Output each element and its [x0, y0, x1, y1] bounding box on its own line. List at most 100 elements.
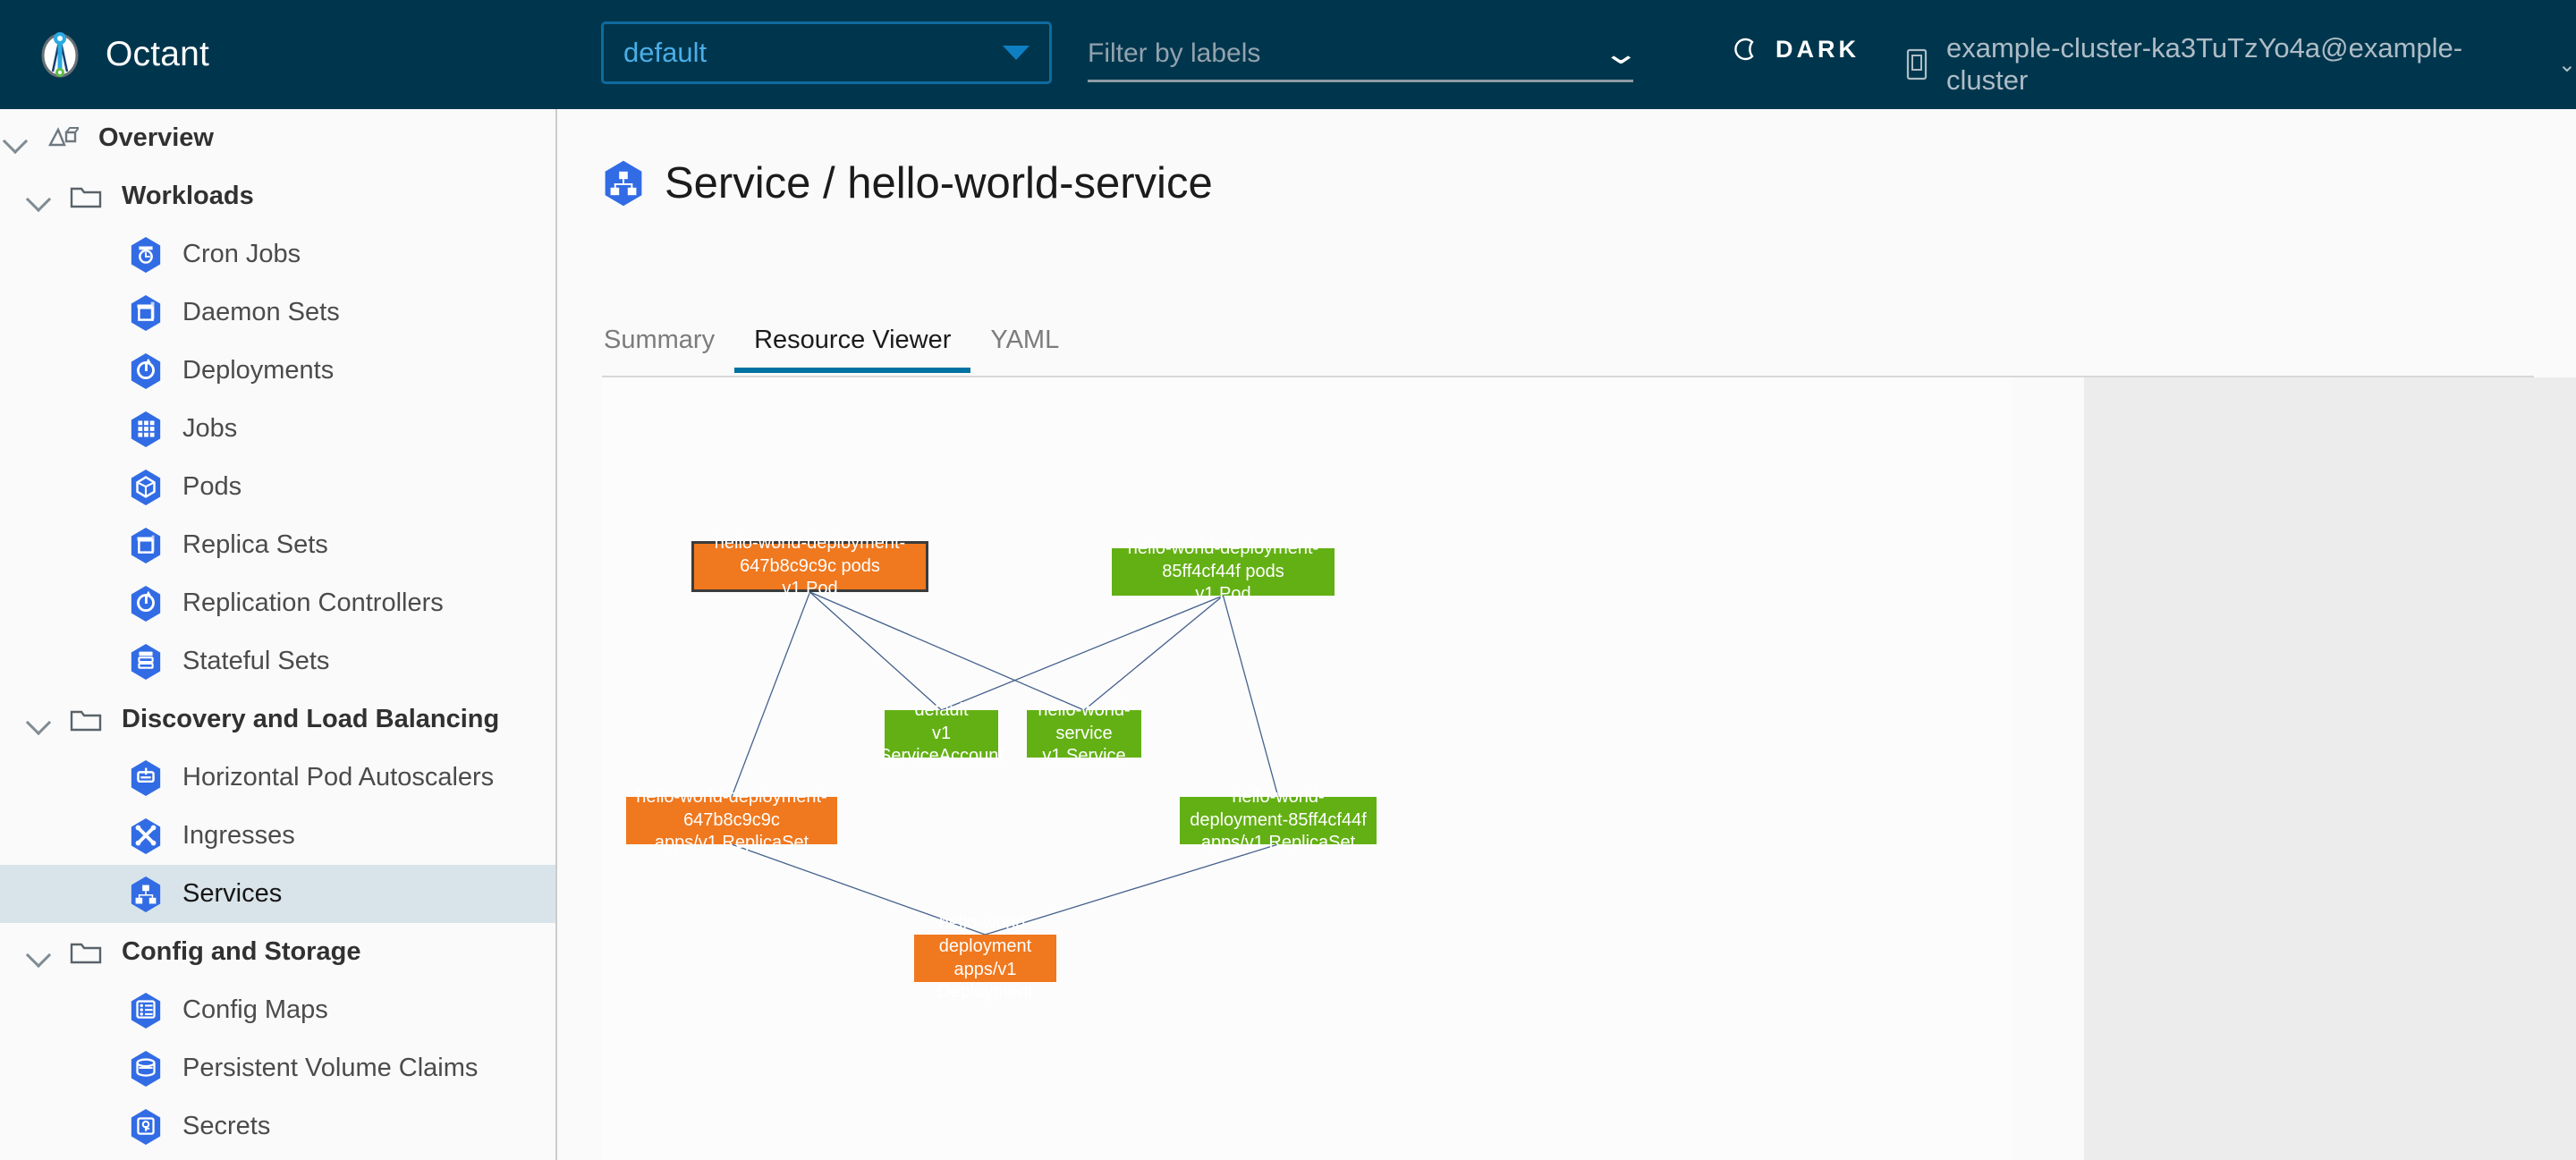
tab-divider — [602, 376, 2534, 377]
sidebar-item-label: Deployments — [182, 356, 335, 385]
sidebar-item-horizontal-pod-autoscalers[interactable]: Horizontal Pod Autoscalers — [0, 749, 555, 807]
brand-title: Octant — [106, 35, 210, 73]
chevron-down-icon[interactable] — [23, 182, 54, 212]
secret-icon — [129, 1108, 163, 1146]
hpa-icon — [129, 759, 163, 797]
sidebar-item-label: Config Maps — [182, 995, 328, 1024]
graph-node-kind: apps/v1 Deployment — [937, 959, 1033, 1003]
tab-resource-viewer[interactable]: Resource Viewer — [734, 326, 971, 373]
sidebar-item-label: Overview — [98, 123, 214, 152]
namespace-select[interactable]: default — [601, 21, 1052, 84]
theme-toggle[interactable]: DARK — [1731, 34, 1860, 64]
sidebar-item-workloads[interactable]: Workloads — [0, 167, 555, 225]
resource-viewer-canvas[interactable]: hello-world-deployment-647b8c9c9c pods v1… — [602, 377, 2012, 1160]
sidebar-item-discovery-and-load-balancing[interactable]: Discovery and Load Balancing — [0, 690, 555, 749]
chevron-down-icon[interactable]: ⌄ — [1601, 36, 1640, 71]
graph-node-name: hello-world-deployment-647b8c9c9c — [636, 787, 827, 830]
graph-node[interactable]: hello-world-deployment-85ff4cf44f pods v1… — [1112, 538, 1335, 604]
namespace-value: default — [623, 37, 708, 68]
sidebar-item-services[interactable]: Services — [0, 865, 555, 923]
sidebar-item-pods[interactable]: Pods — [0, 458, 555, 516]
sidebar-item-replication-controllers[interactable]: Replication Controllers — [0, 574, 555, 632]
sidebar-item-label: Jobs — [182, 414, 238, 443]
sidebar-item-daemon-sets[interactable]: Daemon Sets — [0, 284, 555, 342]
sidebar-item-label: Config and Storage — [122, 937, 361, 966]
app-header: Octant default Filter by labels ⌄ DARK — [0, 0, 2576, 109]
label-filter-placeholder: Filter by labels — [1088, 38, 1261, 68]
sidebar-item-label: Secrets — [182, 1112, 271, 1140]
sidebar-item-deployments[interactable]: Deployments — [0, 342, 555, 400]
graph-node-kind: v1 Service — [1042, 746, 1126, 766]
sidebar-item-overview[interactable]: Overview — [0, 109, 555, 167]
sidebar-item-label: Horizontal Pod Autoscalers — [182, 763, 495, 792]
sidebar-item-label: Discovery and Load Balancing — [122, 705, 500, 733]
cluster-name: example-cluster-ka3TuTzYo4a@example-clus… — [1946, 32, 2463, 96]
brand[interactable]: Octant — [34, 29, 209, 80]
sidebar-item-label: Cron Jobs — [182, 240, 301, 268]
folder-icon — [70, 183, 102, 210]
sidebar-item-jobs[interactable]: Jobs — [0, 400, 555, 458]
graph-node-name: hello-world-deployment-85ff4cf44f pods — [1127, 538, 1319, 581]
graph-node-name: hello-world-service — [1038, 700, 1131, 743]
sidebar-item-config-and-storage[interactable]: Config and Storage — [0, 923, 555, 981]
chevron-down-icon[interactable] — [23, 705, 54, 735]
graph-edge — [809, 591, 942, 711]
graph-edge — [1083, 595, 1224, 711]
folder-icon — [70, 939, 102, 966]
graph-edge — [1222, 595, 1279, 798]
sidebar-item-label: Stateful Sets — [182, 647, 330, 675]
graph-node[interactable]: hello-world-deployment-85ff4cf44f apps/v1… — [1180, 787, 1377, 852]
graph-edge — [809, 591, 1085, 711]
octant-logo-icon — [34, 29, 86, 80]
service-icon — [602, 159, 645, 207]
sidebar-item-cron-jobs[interactable]: Cron Jobs — [0, 225, 555, 284]
configmap-icon — [129, 992, 163, 1029]
graph-node-kind: v1 ServiceAccount — [879, 723, 1004, 766]
graph-edge — [985, 843, 1279, 936]
sidebar-item-label: Daemon Sets — [182, 298, 340, 326]
sidebar-item-ingresses[interactable]: Ingresses — [0, 807, 555, 865]
graph-node-kind: v1 Pod — [782, 579, 838, 599]
tab-summary[interactable]: Summary — [604, 326, 716, 354]
service-icon — [129, 876, 163, 913]
pvc-icon — [129, 1050, 163, 1088]
sidebar-item-label: Replica Sets — [182, 530, 328, 559]
sidebar-item-label: Ingresses — [182, 821, 295, 850]
pod-icon — [129, 469, 163, 506]
graph-node-name: default — [914, 700, 969, 721]
chevron-down-icon[interactable] — [23, 937, 54, 968]
sidebar-item-persistent-volume-claims[interactable]: Persistent Volume Claims — [0, 1039, 555, 1097]
graph-edge — [731, 843, 986, 936]
sidebar-item-secrets[interactable]: Secrets — [0, 1097, 555, 1156]
chevron-down-icon[interactable] — [0, 123, 30, 154]
graph-edge — [941, 595, 1224, 711]
overview-icon — [47, 125, 81, 152]
sidebar-item-stateful-sets[interactable]: Stateful Sets — [0, 632, 555, 690]
graph-node-name: hello-world-deployment — [938, 913, 1032, 956]
graph-node-kind: apps/v1 ReplicaSet — [1200, 833, 1356, 853]
sidebar-item-config-maps[interactable]: Config Maps — [0, 981, 555, 1039]
sidebar-item-label: Pods — [182, 472, 242, 501]
sidebar-item-replica-sets[interactable]: Replica Sets — [0, 516, 555, 574]
sidebar-item-label: Services — [182, 879, 283, 908]
graph-node-name: hello-world-deployment-647b8c9c9c pods — [714, 533, 906, 576]
replicaset-icon — [129, 527, 163, 564]
graph-edges — [731, 591, 1279, 936]
caret-down-icon — [1003, 46, 1030, 60]
moon-icon — [1731, 34, 1761, 64]
label-filter-input[interactable]: Filter by labels ⌄ — [1088, 27, 1640, 82]
tab-bar[interactable]: Summary Resource Viewer YAML — [602, 326, 1079, 373]
graph-node[interactable]: hello-world-service v1 Service — [1027, 700, 1141, 766]
graph-node-kind: v1 Pod — [1195, 584, 1251, 605]
tab-yaml[interactable]: YAML — [990, 326, 1060, 354]
deployment-icon — [129, 352, 163, 390]
graph-node-name: hello-world-deployment-85ff4cf44f — [1190, 787, 1367, 830]
graph-node[interactable]: hello-world-deployment-647b8c9c9c pods v1… — [691, 533, 928, 598]
cluster-selector[interactable]: example-cluster-ka3TuTzYo4a@example-clus… — [1903, 32, 2576, 97]
cluster-icon — [1903, 48, 1930, 80]
